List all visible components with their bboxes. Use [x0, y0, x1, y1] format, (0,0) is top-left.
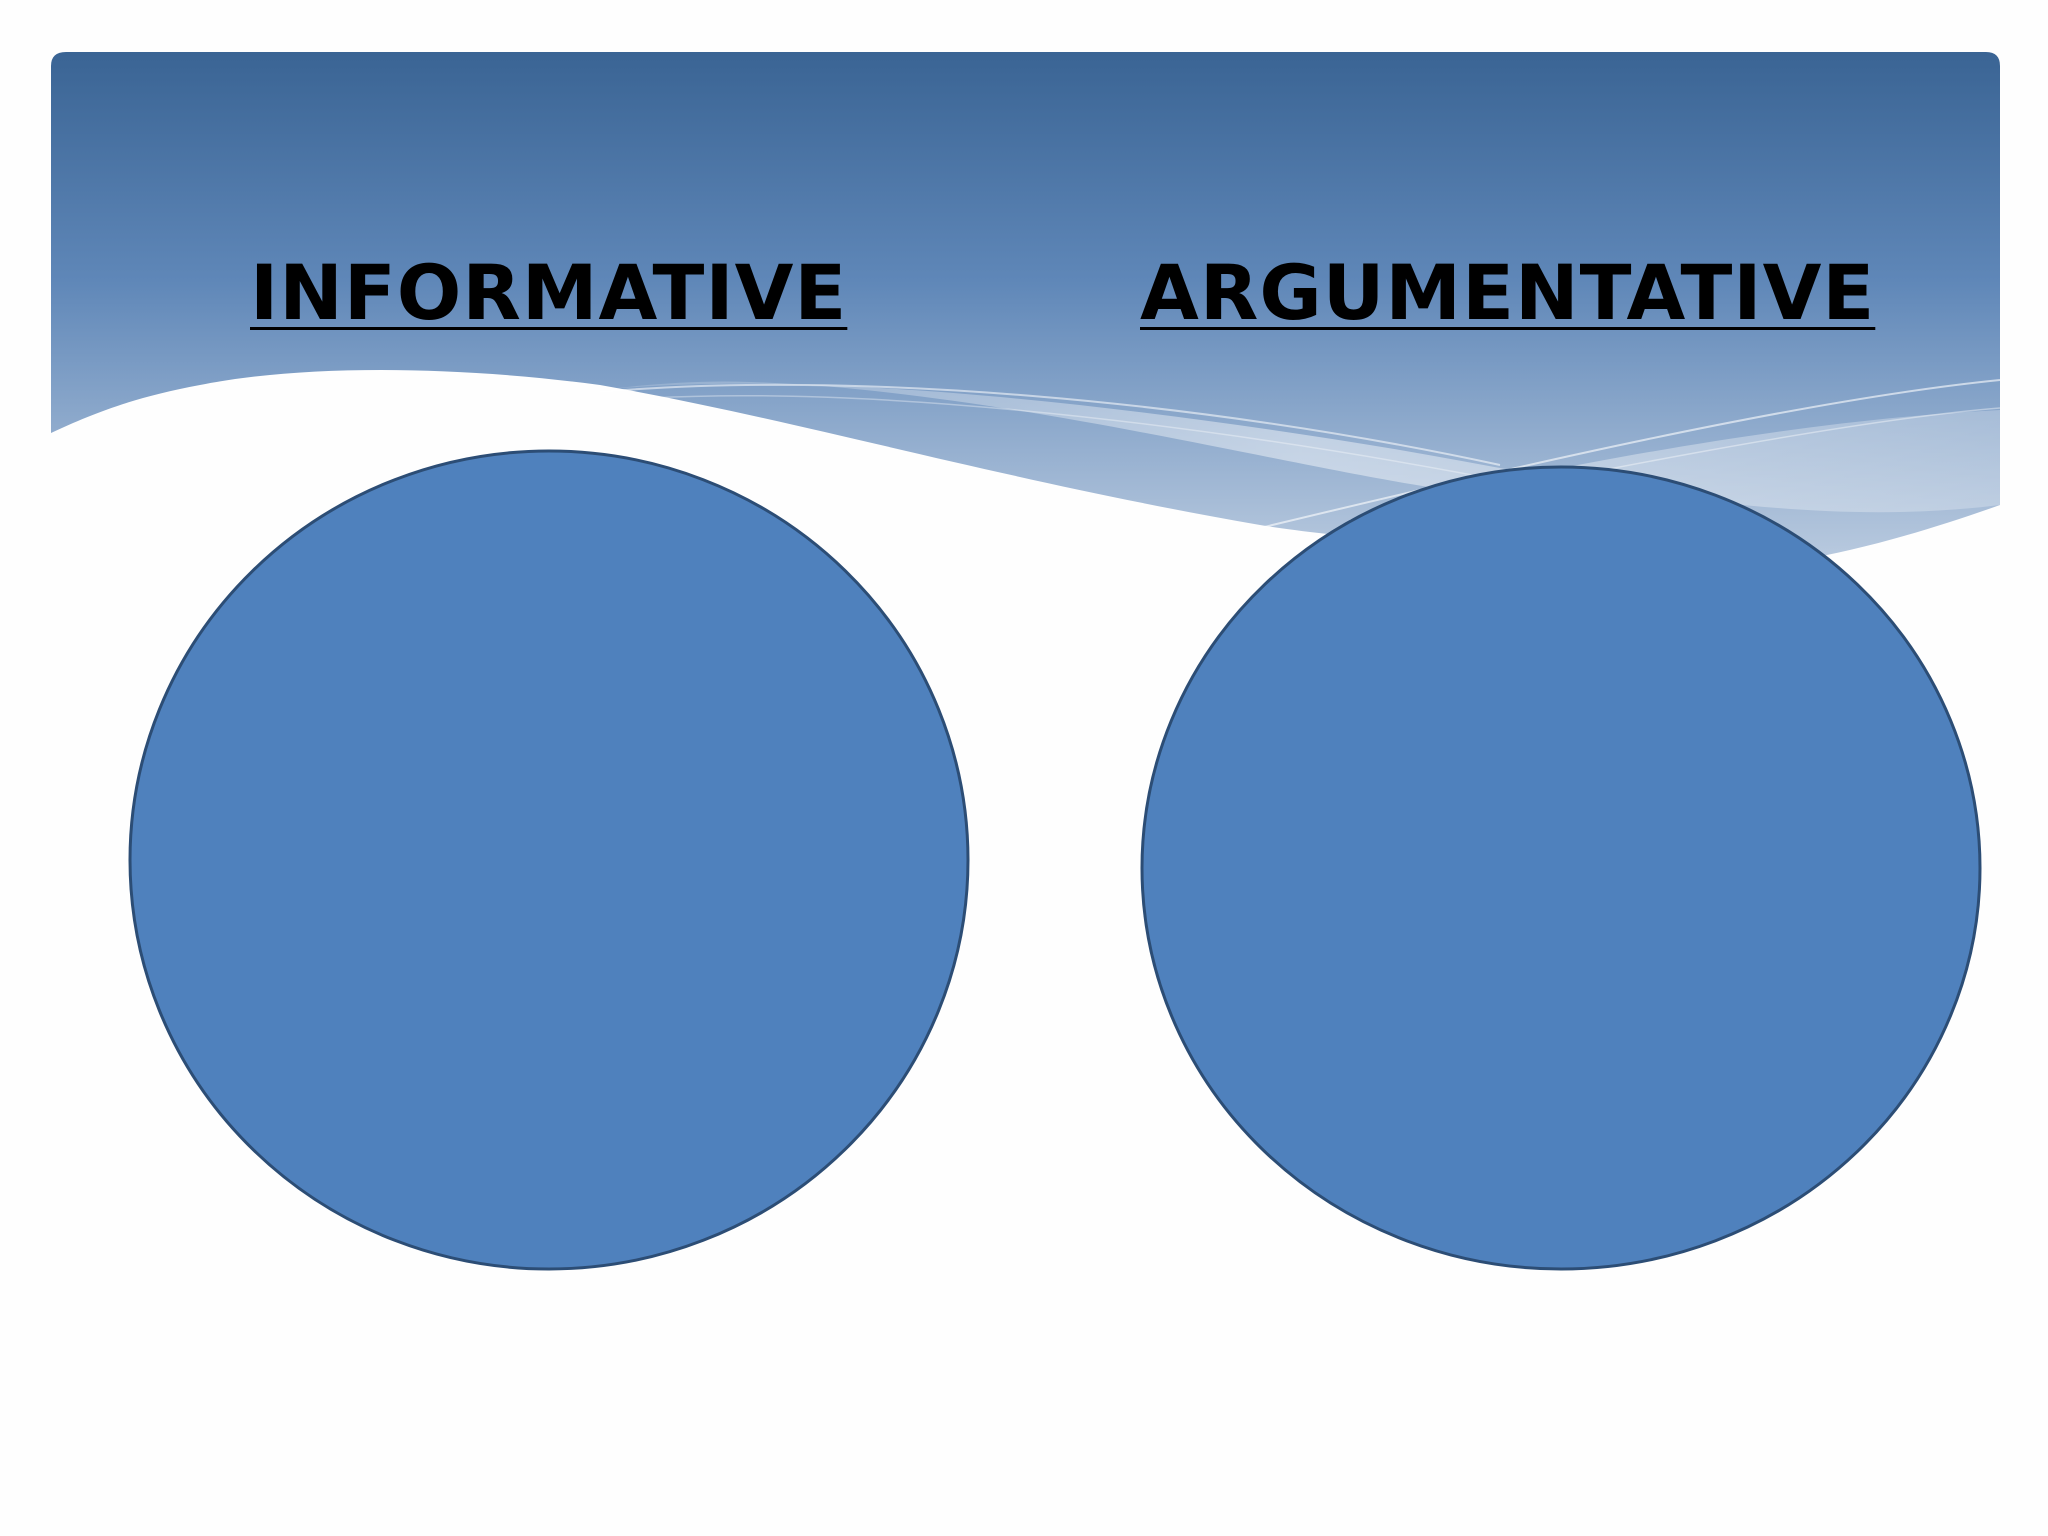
wave-line-2 [1259, 379, 2001, 529]
informative-heading: INFORMATIVE [250, 248, 848, 337]
header-band [51, 52, 2000, 560]
wave-line-3 [649, 395, 1551, 491]
wave-line-1 [599, 383, 1501, 466]
informative-circle [128, 449, 970, 1271]
argumentative-circle [1140, 465, 1982, 1271]
argumentative-heading: ARGUMENTATIVE [1140, 248, 1876, 337]
